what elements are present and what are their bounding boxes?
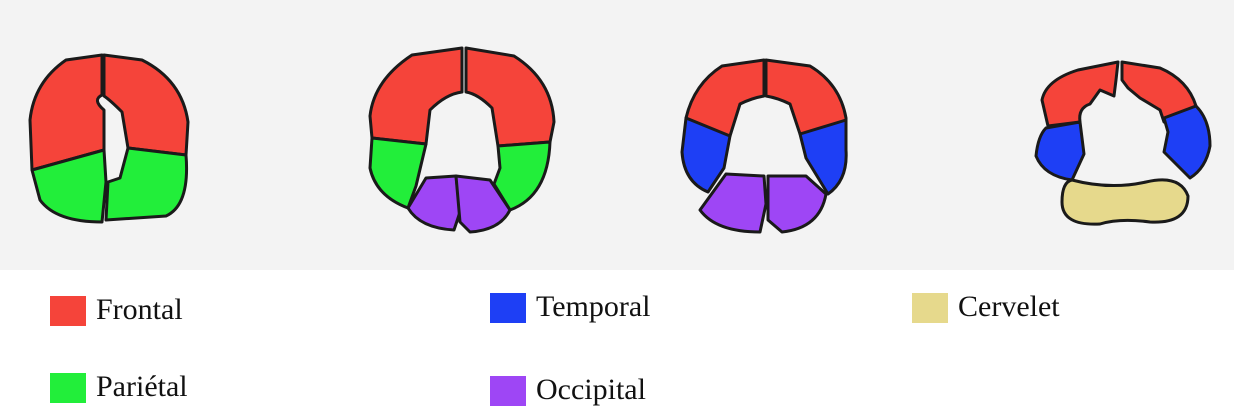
region-frontal-right	[104, 55, 188, 155]
region-temporal-right	[1164, 106, 1210, 178]
brain-sections	[0, 0, 1234, 270]
diagram-stage	[0, 0, 1234, 270]
brain-section-1	[30, 55, 188, 222]
region-cervelet	[1062, 180, 1188, 224]
region-frontal-left	[1042, 62, 1118, 126]
legend-label-occipital: Occipital	[536, 370, 646, 410]
brain-section-2	[370, 48, 554, 232]
region-frontal-left	[370, 48, 462, 144]
legend-label-parietal: Pariétal	[96, 367, 188, 407]
legend-label-frontal: Frontal	[96, 290, 183, 330]
region-occipital-right	[768, 176, 826, 232]
legend-label-cervelet: Cervelet	[958, 287, 1060, 327]
region-parietal-right	[106, 148, 187, 220]
legend-swatch-temporal	[490, 293, 526, 323]
legend-swatch-parietal	[50, 373, 86, 403]
legend-swatch-cervelet	[912, 293, 948, 323]
region-frontal-right	[466, 48, 554, 146]
legend-swatch-occipital	[490, 376, 526, 406]
brain-section-3	[682, 60, 846, 232]
legend-swatch-frontal	[50, 296, 86, 326]
region-temporal-left	[1036, 122, 1084, 180]
legend-label-temporal: Temporal	[536, 287, 651, 327]
brain-section-4	[1036, 62, 1210, 224]
